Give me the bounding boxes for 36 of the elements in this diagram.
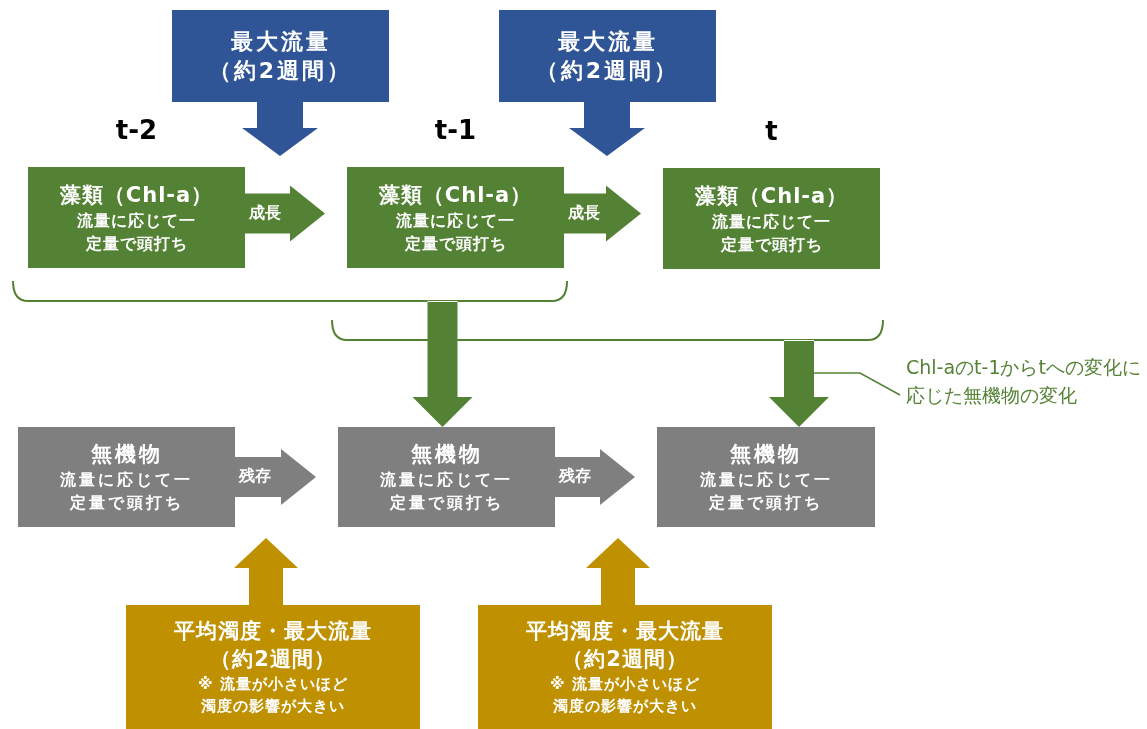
box-title: 最大流量（約2週間） — [534, 28, 681, 85]
edge-label: 残存 — [239, 466, 271, 487]
block-arrow — [569, 102, 645, 156]
block-arrow — [555, 449, 635, 505]
edge-label: 成長 — [568, 202, 600, 224]
block-arrow — [234, 538, 298, 605]
box-title: 平均濁度・最大流量（約2週間） — [173, 618, 373, 673]
box-description: 流量に応じて一定量で頭打ち — [395, 209, 516, 255]
box-description: 流量に応じて一定量で頭打ち — [59, 469, 194, 514]
brace-arrow — [331, 320, 884, 427]
edge-label: 成長 — [249, 202, 281, 224]
brace-arrow — [12, 281, 568, 427]
box-title: 藻類（Chl-a） — [59, 181, 214, 209]
box-description: 流量に応じて一定量で頭打ち — [711, 210, 832, 256]
block-arrow — [242, 102, 318, 156]
time-label: t-2 — [114, 115, 159, 145]
edge-label: 残存 — [559, 466, 591, 487]
box-description: 流量に応じて一定量で頭打ち — [379, 469, 514, 514]
box-description: 流量に応じて一定量で頭打ち — [76, 209, 197, 255]
time-label: t-1 — [433, 115, 478, 145]
box-title: 最大流量（約2週間） — [207, 28, 354, 85]
box-title: 藻類（Chl-a） — [378, 181, 533, 209]
box-description: ※ 流量が小さいほど濁度の影響が大きい — [549, 674, 701, 717]
box-title: 藻類（Chl-a） — [694, 182, 849, 210]
block-arrow — [586, 538, 650, 605]
box-title: 無機物 — [90, 441, 163, 468]
block-arrow — [245, 185, 325, 242]
block-arrow — [564, 185, 641, 242]
box-title: 平均濁度・最大流量（約2週間） — [525, 618, 725, 673]
annotation-text: Chl-aのt-1からtへの変化に応じた無機物の変化 — [906, 355, 1142, 408]
box-description: 流量に応じて一定量で頭打ち — [698, 469, 834, 514]
time-label: t — [764, 116, 779, 146]
box-description: ※ 流量が小さいほど濁度の影響が大きい — [197, 674, 349, 717]
box-title: 無機物 — [730, 441, 802, 468]
box-title: 無機物 — [410, 441, 483, 468]
block-arrow — [235, 449, 316, 505]
